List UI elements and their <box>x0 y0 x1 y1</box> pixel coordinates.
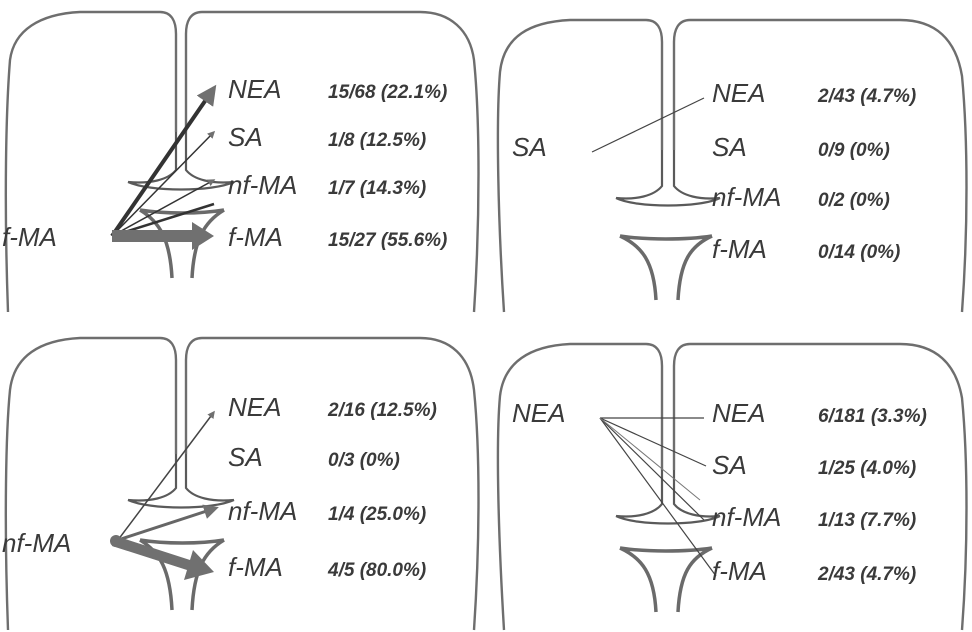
uterus-shape <box>616 150 720 206</box>
uterus-shape <box>128 454 234 508</box>
body-outline-right <box>186 338 479 630</box>
body-outline-right <box>186 12 479 312</box>
stat-sa: 1/8 (12.5%) <box>328 130 426 151</box>
body-outline-left <box>6 12 176 312</box>
target-label-nea: NEA <box>228 392 281 422</box>
panel-nf-ma: nf-MA NEA SA nf-MA f-MA 2/16 (12.5%) 0/3… <box>2 338 479 630</box>
stat-nea: 15/68 (22.1%) <box>328 82 447 103</box>
stat-sa: 0/9 (0%) <box>818 140 890 161</box>
panel-sa: SA NEA SA nf-MA f-MA 2/43 (4.7%) 0/9 (0%… <box>498 20 967 312</box>
target-label-nf-ma: nf-MA <box>712 182 781 212</box>
body-outline-left <box>498 20 662 312</box>
uterus-shape <box>616 470 720 524</box>
target-label-f-ma: f-MA <box>228 222 283 252</box>
stat-nea: 2/16 (12.5%) <box>327 400 437 421</box>
target-label-nf-ma: nf-MA <box>228 170 297 200</box>
target-label-f-ma: f-MA <box>228 552 283 582</box>
stat-f-ma: 4/5 (80.0%) <box>327 560 426 581</box>
uterus-shape <box>128 132 234 190</box>
target-label-f-ma: f-MA <box>712 234 767 264</box>
arrow-to-sa <box>600 418 706 466</box>
stat-f-ma: 2/43 (4.7%) <box>817 564 916 585</box>
arrow-to-nf-ma-secondary <box>600 418 700 500</box>
stat-nf-ma: 1/13 (7.7%) <box>818 510 916 531</box>
stat-nea: 6/181 (3.3%) <box>818 406 927 427</box>
target-label-nf-ma: nf-MA <box>712 502 781 532</box>
target-label-sa: SA <box>228 122 263 152</box>
body-outline-right <box>674 20 967 312</box>
cervix-shape <box>620 236 712 300</box>
cervix-shape <box>140 210 224 278</box>
arrow-to-nf-ma <box>600 418 704 520</box>
stat-sa: 1/25 (4.0%) <box>818 458 916 479</box>
source-label: f-MA <box>2 222 57 252</box>
body-outline-left <box>6 338 176 630</box>
stat-sa: 0/3 (0%) <box>328 450 400 471</box>
target-label-sa: SA <box>712 132 747 162</box>
body-outline-left <box>498 344 662 630</box>
target-label-f-ma: f-MA <box>712 556 767 586</box>
panel-nea: NEA NEA SA nf-MA f-MA 6/181 (3.3%) 1/25 … <box>498 344 967 630</box>
stat-nea: 2/43 (4.7%) <box>817 86 916 107</box>
stat-f-ma: 15/27 (55.6%) <box>328 230 447 251</box>
target-label-nea: NEA <box>228 74 281 104</box>
source-label: NEA <box>512 398 565 428</box>
source-label: nf-MA <box>2 528 71 558</box>
stat-nf-ma: 1/7 (14.3%) <box>328 178 426 199</box>
arrow-to-nea <box>592 98 704 152</box>
arrow-to-nf-ma <box>118 508 216 540</box>
stat-nf-ma: 1/4 (25.0%) <box>328 504 426 525</box>
target-label-sa: SA <box>712 450 747 480</box>
body-outline-right <box>674 344 967 630</box>
arrow-origin <box>110 535 122 547</box>
arrow-to-f-ma <box>112 222 214 250</box>
target-label-nea: NEA <box>712 78 765 108</box>
cervix-shape <box>620 548 712 612</box>
target-label-nf-ma: nf-MA <box>228 496 297 526</box>
target-label-sa: SA <box>228 442 263 472</box>
stat-nf-ma: 0/2 (0%) <box>818 190 890 211</box>
stat-f-ma: 0/14 (0%) <box>818 242 900 263</box>
panel-f-ma: f-MA NEA SA nf-MA f-MA 15/68 (22.1%) 1/8… <box>2 12 479 312</box>
target-label-nea: NEA <box>712 398 765 428</box>
source-label: SA <box>512 132 547 162</box>
arrow-to-nea <box>118 412 214 540</box>
